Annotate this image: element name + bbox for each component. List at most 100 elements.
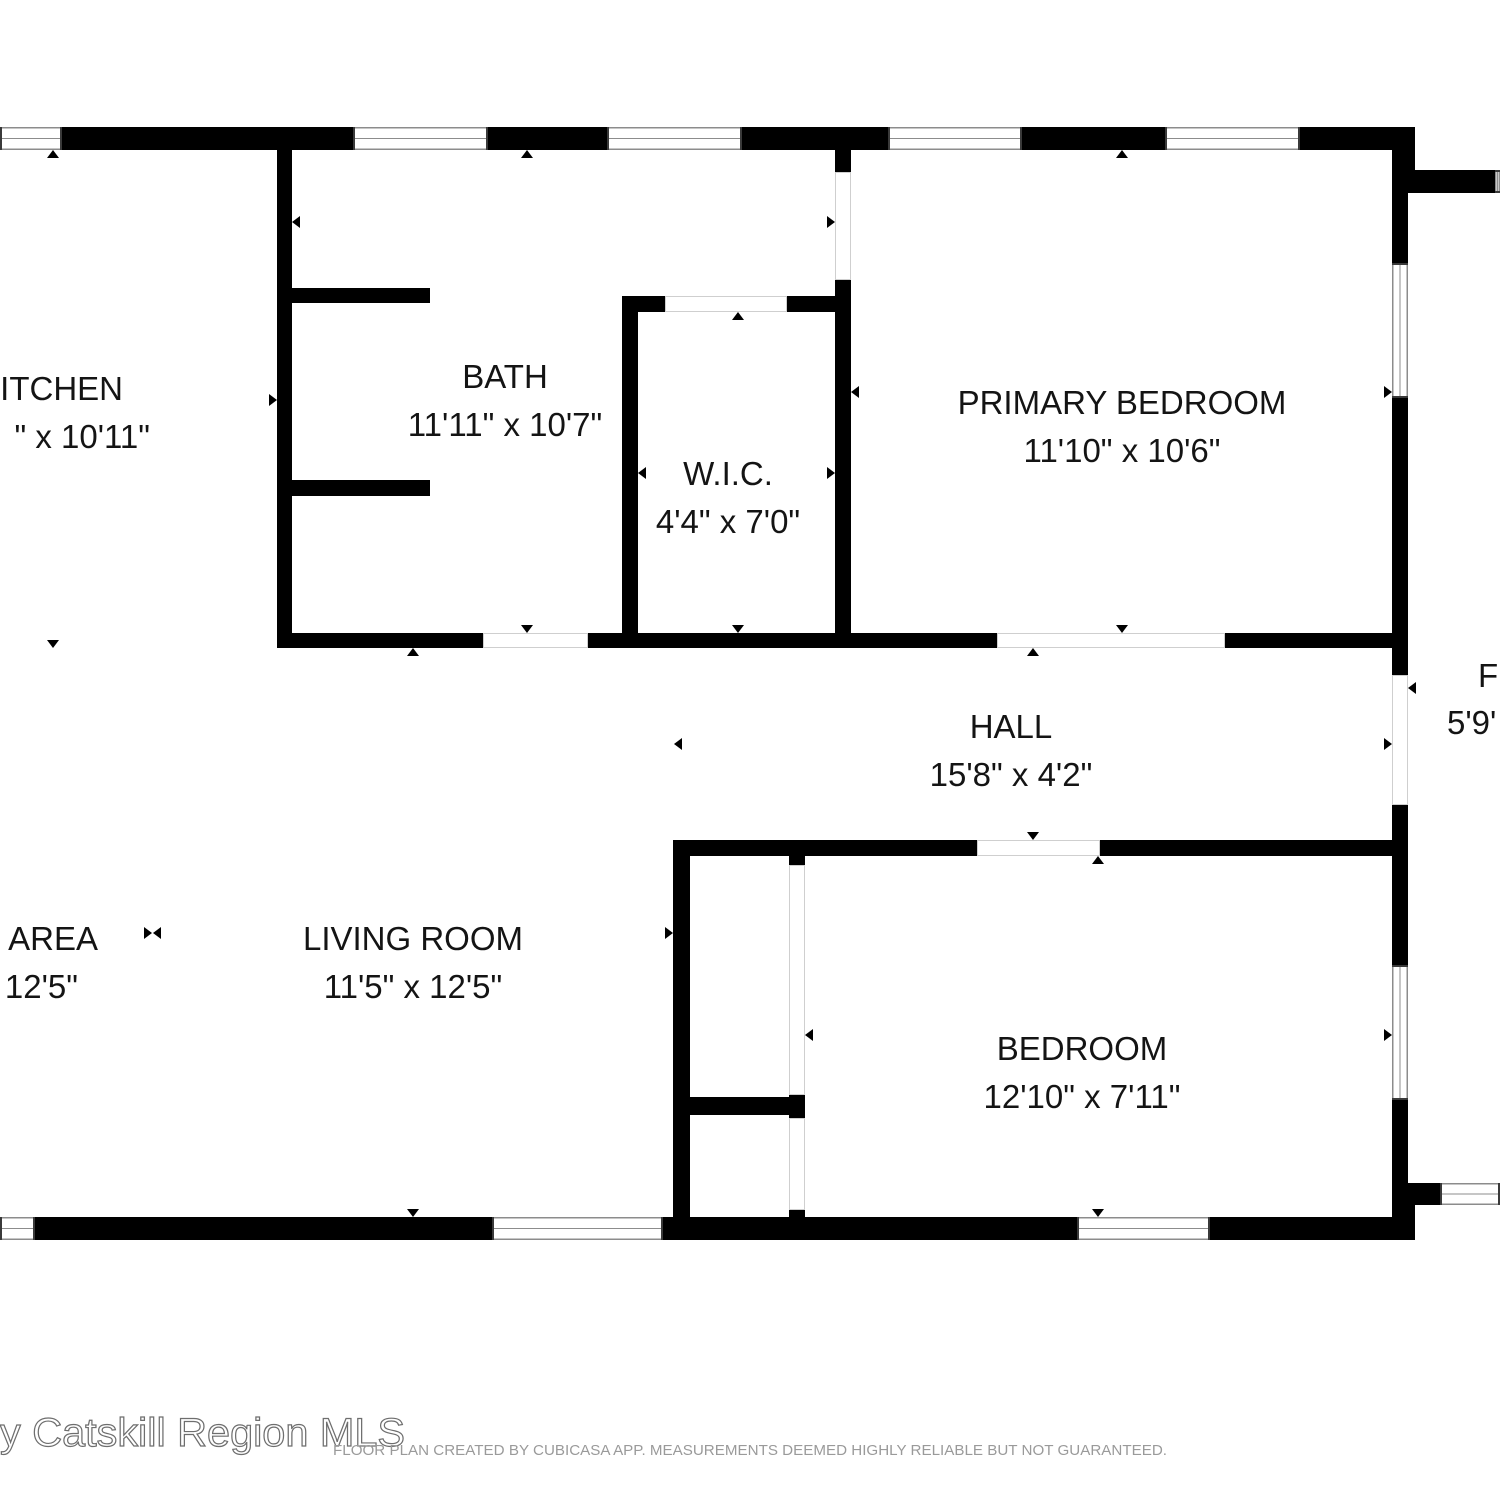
dimension-marker: [1027, 832, 1039, 840]
window-jamb: [661, 1217, 663, 1240]
window-jamb: [607, 127, 609, 150]
window-jamb: [0, 127, 2, 150]
interior-wall: [588, 633, 997, 648]
window-jamb: [1165, 127, 1167, 150]
dimension-marker: [732, 625, 744, 633]
window-jamb: [492, 1217, 494, 1240]
window-jamb: [1208, 1217, 1210, 1240]
dimension-marker: [1092, 856, 1104, 864]
dimension-marker: [407, 648, 419, 656]
window-jamb: [353, 127, 355, 150]
window-jamb: [1498, 1183, 1500, 1205]
room-dimensions-bath: 11'11" x 10'7": [408, 406, 602, 443]
window-jamb: [1440, 1183, 1442, 1205]
exterior-wall: [1300, 127, 1415, 150]
interior-wall: [277, 633, 483, 648]
room-name-hall: HALL: [970, 708, 1053, 745]
dimension-marker: [827, 467, 835, 479]
room-dimensions-kitchen: " x 10'11": [14, 418, 150, 455]
window: [1392, 965, 1408, 1100]
window-jamb: [33, 1217, 35, 1240]
room-dimensions-primary-bedroom: 11'10" x 10'6": [1024, 432, 1221, 469]
dimension-marker: [521, 150, 533, 158]
dimension-marker: [1384, 1029, 1392, 1041]
dimension-marker: [153, 927, 161, 939]
door-opening: [977, 840, 1100, 856]
dimension-marker: [269, 394, 277, 406]
window-jamb: [740, 127, 742, 150]
wic-wall: [787, 296, 850, 312]
dimension-marker: [827, 216, 835, 228]
door-opening: [835, 172, 851, 280]
dimension-marker: [1408, 682, 1416, 694]
exterior-wall: [488, 127, 607, 150]
room-dimensions-hall: 15'8" x 4'2": [930, 756, 1093, 793]
exterior-wall: [663, 1217, 1077, 1240]
door-opening: [789, 865, 805, 1095]
door-opening: [483, 633, 588, 648]
dimension-marker: [805, 1029, 813, 1041]
window-jamb: [60, 127, 62, 150]
room-dimensions-living-room: 11'5" x 12'5": [324, 968, 503, 1005]
dimension-marker: [47, 150, 59, 158]
closet-wall: [690, 1097, 789, 1115]
window-jamb: [1392, 965, 1408, 967]
window: [0, 1217, 35, 1240]
room-name-dining-area: G AREA: [0, 920, 98, 957]
wic-wall: [622, 296, 638, 648]
room-name-kitchen: ITCHEN: [0, 370, 123, 407]
window: [1495, 170, 1500, 193]
dimension-marker: [1116, 625, 1128, 633]
dimension-marker: [674, 738, 682, 750]
window: [888, 127, 1022, 150]
exterior-wall: [1392, 193, 1408, 263]
exterior-wall: [1392, 805, 1408, 965]
room-dimensions-dining-area: 12'5": [5, 968, 78, 1005]
window: [1077, 1217, 1210, 1240]
window-jamb: [1020, 127, 1022, 150]
dimension-markers-layer: [47, 150, 1416, 1217]
dimension-marker: [638, 467, 646, 479]
exterior-wall: [1407, 1183, 1440, 1205]
bath-partition-wall: [292, 288, 430, 303]
exterior-wall: [1210, 1217, 1415, 1240]
interior-wall: [673, 840, 690, 1240]
exterior-wall: [1392, 1100, 1408, 1183]
wic-wall: [622, 296, 665, 312]
interior-wall: [277, 127, 292, 648]
exterior-wall: [62, 127, 353, 150]
dimension-marker: [292, 216, 300, 228]
walls-layer: [35, 127, 1495, 1240]
dimension-marker: [407, 1209, 419, 1217]
window-jamb: [1077, 1217, 1079, 1240]
room-name-primary-bedroom: PRIMARY BEDROOM: [958, 384, 1287, 421]
dimension-marker: [851, 386, 859, 398]
dimension-marker: [1092, 1209, 1104, 1217]
closet-wall: [789, 856, 805, 865]
exterior-wall: [1392, 398, 1408, 675]
room-dimensions-right-room: 5'9': [1447, 704, 1496, 741]
window: [492, 1217, 663, 1240]
room-name-bedroom: BEDROOM: [997, 1030, 1168, 1067]
closet-wall: [789, 1210, 805, 1240]
window: [353, 127, 488, 150]
door-openings-layer: [483, 172, 1408, 1210]
floor-plan-disclaimer: FLOOR PLAN CREATED BY CUBICASA APP. MEAS…: [333, 1442, 1167, 1459]
window-jamb: [1392, 263, 1408, 265]
room-name-living-room: LIVING ROOM: [303, 920, 523, 957]
interior-wall: [835, 280, 851, 648]
window-jamb: [486, 127, 488, 150]
window-jamb: [1495, 191, 1500, 193]
window-jamb: [1495, 170, 1500, 172]
window-jamb: [1392, 396, 1408, 398]
dimension-marker: [665, 927, 673, 939]
closet-wall: [789, 1095, 805, 1118]
door-opening: [665, 296, 787, 312]
room-dimensions-bedroom: 12'10" x 7'11": [984, 1078, 1181, 1115]
mls-watermark: y Catskill Region MLS: [0, 1411, 405, 1455]
interior-wall: [835, 127, 851, 172]
bath-partition-wall: [292, 480, 430, 496]
window-jamb: [888, 127, 890, 150]
